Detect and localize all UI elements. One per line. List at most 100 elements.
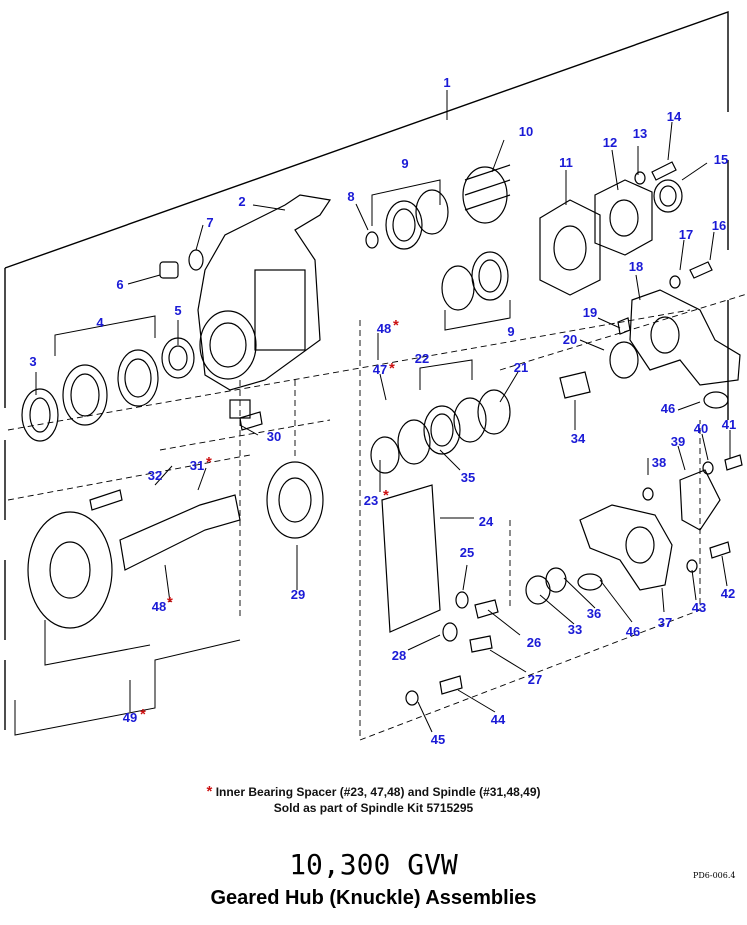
- callout-3: 3: [29, 354, 36, 369]
- callout-24: 24: [479, 514, 494, 529]
- callout-32: 32: [148, 468, 162, 483]
- stud-32: [89, 489, 123, 511]
- kit-markers: * * * * * *: [140, 317, 399, 723]
- housing-18: [629, 289, 741, 386]
- callout-13: 13: [633, 126, 647, 141]
- callout-6: 6: [116, 277, 123, 292]
- callout-42: 42: [721, 586, 735, 601]
- cap-12: [594, 179, 653, 256]
- drawing-code: PD6-006.4: [693, 871, 736, 880]
- callouts: 1 2 3 4 5 6 7 8 9 9 10 11 12 13 14 15 16…: [29, 75, 736, 747]
- callout-46-upper: 46: [661, 401, 675, 416]
- assembly-subtitle: Geared Hub (Knuckle) Assemblies: [210, 887, 537, 909]
- bearing-9-cup: [385, 200, 423, 250]
- callout-9-upper: 9: [401, 156, 408, 171]
- bolt-26: [474, 599, 499, 619]
- washer-46a: [577, 573, 603, 591]
- washer-7: [188, 249, 204, 271]
- footnote-star: *: [206, 783, 213, 800]
- seal-5: [161, 337, 195, 379]
- bearing-9b-cup: [471, 251, 509, 301]
- callout-18: 18: [629, 259, 643, 274]
- bolt-16: [689, 261, 713, 279]
- washer-43: [686, 559, 698, 573]
- washer-46b: [703, 391, 729, 409]
- callout-19: 19: [583, 305, 597, 320]
- part-30: [239, 411, 263, 431]
- callout-40: 40: [694, 421, 708, 436]
- callout-25: 25: [460, 545, 474, 560]
- nut-40: [702, 461, 714, 475]
- callout-48-lower: 48: [152, 599, 166, 614]
- washer-28: [442, 622, 458, 642]
- nut-45: [405, 690, 419, 706]
- plate-11: [539, 199, 601, 296]
- footnote-line-1: * Inner Bearing Spacer (#23, 47,48) and …: [0, 783, 747, 800]
- kit-star-31: *: [206, 454, 212, 471]
- washer-36: [545, 567, 567, 593]
- callout-47: 47: [373, 362, 387, 377]
- bearing-9-cone: [415, 189, 449, 235]
- callout-46-lower: 46: [626, 624, 640, 639]
- kit-star-49: *: [140, 706, 146, 723]
- callout-12: 12: [603, 135, 617, 150]
- callout-26: 26: [527, 635, 541, 650]
- callout-29: 29: [291, 587, 305, 602]
- part-drawings: [21, 161, 743, 706]
- callout-23: 23: [364, 493, 378, 508]
- kit-star-47: *: [389, 360, 395, 377]
- bolt-27: [469, 635, 493, 653]
- callout-10: 10: [519, 124, 533, 139]
- callout-31: 31: [190, 458, 204, 473]
- callout-28: 28: [392, 648, 406, 663]
- bolt-44: [439, 675, 463, 695]
- seal-3: [21, 388, 59, 442]
- callout-38: 38: [652, 455, 666, 470]
- bolt-41: [724, 454, 743, 471]
- bearing-21: [477, 389, 511, 435]
- callout-8: 8: [347, 189, 354, 204]
- bushing-34: [559, 371, 591, 399]
- part-8: [365, 231, 379, 249]
- callout-21: 21: [514, 360, 528, 375]
- callout-33: 33: [568, 622, 582, 637]
- callout-15: 15: [714, 152, 728, 167]
- bearing-4: [62, 364, 108, 426]
- kit-star-48-upper: *: [393, 317, 399, 334]
- callout-1: 1: [443, 75, 450, 90]
- callout-48-upper: 48: [377, 321, 391, 336]
- bearing-22b: [423, 405, 461, 455]
- callout-22: 22: [415, 351, 429, 366]
- part-19: [617, 317, 631, 335]
- callout-49: 49: [123, 710, 137, 725]
- footnote-text-1: Inner Bearing Spacer (#23, 47,48) and Sp…: [215, 785, 541, 799]
- plate-24: [381, 484, 441, 633]
- bearing-9b-cone: [441, 265, 475, 311]
- hub-flange: [27, 511, 113, 629]
- gear-29: [266, 461, 324, 539]
- washer-38: [642, 487, 654, 501]
- arm-37: [579, 504, 673, 591]
- knuckle-housing-2: [197, 194, 332, 391]
- washer-17: [669, 275, 681, 289]
- bolt-14: [651, 161, 677, 181]
- callout-27: 27: [528, 672, 542, 687]
- callout-17: 17: [679, 227, 693, 242]
- callout-34: 34: [571, 431, 586, 446]
- callout-2: 2: [238, 194, 245, 209]
- bolt-42: [709, 541, 731, 559]
- footnote-line-2: Sold as part of Spindle Kit 5715295: [273, 801, 474, 815]
- callout-44: 44: [491, 712, 506, 727]
- callout-9-lower: 9: [507, 324, 514, 339]
- washer-25: [455, 591, 469, 609]
- gear-10: [462, 166, 508, 224]
- callout-35: 35: [461, 470, 475, 485]
- callout-11: 11: [559, 155, 573, 170]
- callout-5: 5: [174, 303, 181, 318]
- callout-37: 37: [658, 615, 672, 630]
- washer-13: [634, 171, 646, 185]
- spacer-23: [370, 436, 400, 474]
- leader-lines: [14, 90, 731, 736]
- callout-39: 39: [671, 434, 685, 449]
